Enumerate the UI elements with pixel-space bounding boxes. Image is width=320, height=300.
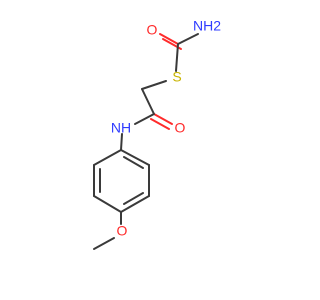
bond-o-ch3 — [93, 237, 115, 250]
ring-bond-1 — [120, 149, 150, 166]
atom-label-s: S — [172, 69, 181, 85]
ring-double-1 — [123, 156, 144, 169]
molecule-canvas: NH2 O S O NH O — [93, 17, 222, 250]
bond-c-o2-double-b — [150, 118, 170, 130]
bond-nh-ring — [120, 133, 123, 151]
bond-ch2-c — [141, 88, 155, 115]
atom-label-amide-o: O — [147, 22, 158, 38]
bond-c-o2-double-a — [153, 113, 173, 125]
ring-bond-6 — [93, 149, 122, 166]
bond-c-s — [175, 43, 179, 72]
atom-label-nh2: NH2 — [193, 18, 221, 34]
bond-s-ch2 — [141, 80, 167, 90]
ring-bond-4 — [93, 195, 122, 213]
atom-label-methoxy-o: O — [117, 223, 128, 239]
bond-c-nh — [134, 113, 155, 125]
ring-bond-3 — [120, 195, 150, 213]
atom-label-nh: NH — [111, 120, 131, 136]
ring-double-2 — [123, 192, 144, 205]
structure-diagram: NH2 O S O NH O — [93, 18, 221, 250]
bond-c-o-double-a — [159, 33, 179, 45]
bond-c-nh2 — [177, 33, 199, 45]
atom-label-acetamide-o: O — [175, 120, 186, 136]
